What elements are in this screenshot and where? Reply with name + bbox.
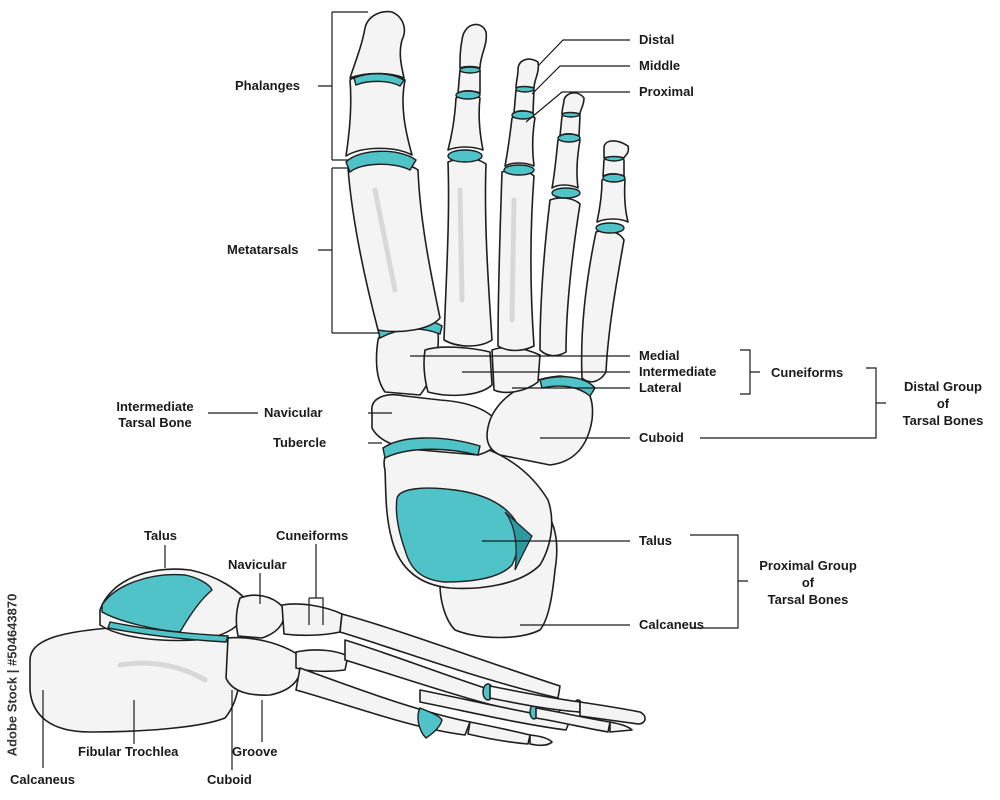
label-intermediate-tarsal-line1: Intermediate [100,399,210,414]
label-tubercle: Tubercle [273,435,326,450]
label-proximal-group-line3: Tarsal Bones [748,592,868,607]
label-navicular: Navicular [264,405,323,420]
metatarsal-5 [582,230,624,381]
label-talus: Talus [639,533,672,548]
label-fibular-trochlea: Fibular Trochlea [78,744,178,759]
label-calcaneus: Calcaneus [639,617,704,632]
metatarsal-4 [540,198,580,356]
label-lateral-talus: Talus [144,528,177,543]
label-groove: Groove [232,744,278,759]
label-lateral-cuboid: Cuboid [207,772,252,787]
stock-watermark-id: Adobe Stock | #504643870 [2,560,22,790]
metatarsal-2 [444,158,492,346]
label-distal-group-line3: Tarsal Bones [886,413,1000,428]
metatarsal-3 [498,170,534,351]
label-lateral-calcaneus: Calcaneus [10,772,75,787]
label-medial: Medial [639,348,679,363]
label-proximal-group-line1: Proximal Group [748,558,868,573]
label-cuboid: Cuboid [639,430,684,445]
label-cuneiforms-group: Cuneiforms [771,365,843,380]
label-metatarsals: Metatarsals [227,242,299,257]
lateral-calcaneus-bone [30,626,240,732]
label-middle: Middle [639,58,680,73]
intermediate-cuneiform-bone [424,347,492,395]
lateral-cuneiform-bone [492,348,540,393]
dorsal-foot-view [346,12,628,638]
label-proximal: Proximal [639,84,694,99]
label-proximal-group-line2: of [748,575,868,590]
label-distal-group-line1: Distal Group [886,379,1000,394]
lateral-foot-view [30,569,645,745]
label-distal-group-line2: of [886,396,1000,411]
label-phalanges: Phalanges [235,78,300,93]
label-lateral-cuneiforms: Cuneiforms [276,528,348,543]
label-intermediate-tarsal-line2: Tarsal Bone [100,415,210,430]
label-lateral: Lateral [639,380,682,395]
label-lateral-navicular: Navicular [228,557,287,572]
metatarsal-1 [348,162,440,331]
label-distal: Distal [639,32,674,47]
label-intermediate: Intermediate [639,364,716,379]
